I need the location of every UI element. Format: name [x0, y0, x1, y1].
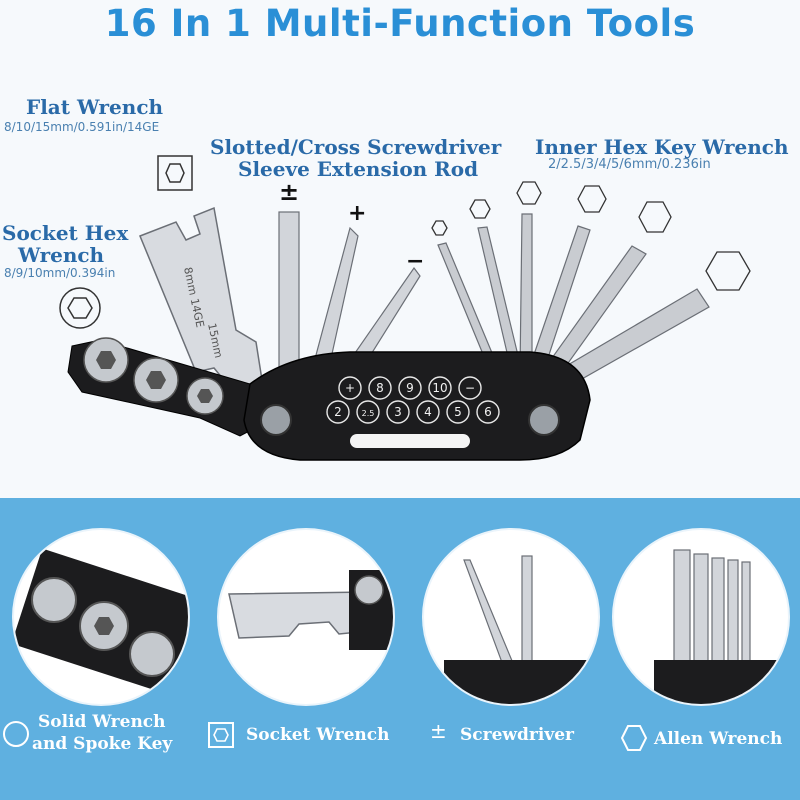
body-marking-1-3: 4	[424, 405, 432, 419]
circle-outline-icon	[59, 287, 101, 329]
socket-label-line1: Socket Hex	[2, 221, 129, 245]
caption-allen: Allen Wrench	[654, 729, 783, 749]
square-outline-icon	[208, 722, 234, 748]
svg-text:±: ±	[279, 178, 299, 206]
body-bolt-right	[528, 404, 560, 436]
hex-key-label: Inner Hex Key Wrench	[535, 135, 789, 159]
circle-outline-icon	[3, 721, 29, 747]
body-marking-1-4: 5	[454, 405, 462, 419]
hex-outline-icon	[638, 201, 672, 233]
caption-socket: Socket Wrench	[246, 725, 390, 745]
flat-wrench-label: Flat Wrench	[26, 95, 164, 119]
hex-outline-icon	[705, 251, 751, 291]
body-slot	[350, 434, 470, 448]
product-title: 16 In 1 Multi-Function Tools	[104, 2, 696, 45]
body-marking-ring	[368, 376, 392, 400]
caption-solid-line2: and Spoke Key	[32, 734, 173, 754]
feature-circle-solid	[14, 530, 188, 704]
body-marking-ring	[398, 376, 422, 400]
hex-outline-icon	[577, 185, 607, 213]
hex-key-spec: 2/2.5/3/4/5/6mm/0.236in	[548, 157, 711, 172]
hex-outline-icon	[469, 199, 491, 219]
cross-screwdriver	[311, 226, 359, 373]
hex-outline-icon	[165, 163, 185, 183]
hex-outline-icon	[431, 220, 448, 236]
body-marking-1-2: 3	[394, 405, 402, 419]
svg-text:+: +	[348, 201, 366, 226]
body-marking-0-0: +	[345, 381, 355, 395]
screwdriver-label-line2: Sleeve Extension Rod	[238, 157, 479, 181]
socket-spec: 8/9/10mm/0.394in	[4, 266, 116, 280]
svg-text:−: −	[406, 249, 424, 274]
plus-minus-icon: ±	[430, 719, 447, 743]
body-bolt-left	[260, 404, 292, 436]
feature-circle-socket	[219, 530, 393, 704]
hex-outline-icon	[620, 725, 648, 751]
sockets	[83, 337, 224, 415]
caption-solid-line1: Solid Wrench	[38, 712, 166, 732]
flat-wrench	[139, 206, 263, 391]
body-markings: +8 9 10 − 2 2.5 3 4 5 6	[326, 376, 500, 424]
body-marking-ring	[446, 400, 470, 424]
body-marking-ring	[356, 400, 380, 424]
body-marking-0-3: 10	[432, 381, 447, 395]
allen-key-3	[519, 213, 533, 373]
body-marking-1-0: 2	[334, 405, 342, 419]
feature-circle-allen	[614, 530, 788, 704]
square-outline-icon	[157, 155, 193, 191]
body-marking-ring	[338, 376, 362, 400]
body-marking-0-1: 8	[376, 381, 384, 395]
body-marking-ring	[476, 400, 500, 424]
body-marking-ring	[428, 376, 452, 400]
body-marking-0-4: −	[465, 381, 475, 395]
hex-outline-icon	[516, 181, 542, 205]
body-marking-1-1: 2.5	[362, 409, 375, 418]
tool-body	[243, 351, 591, 461]
body-marking-ring	[458, 376, 482, 400]
body-marking-1-5: 6	[484, 405, 492, 419]
feature-circle-screwdriver	[424, 530, 598, 704]
body-marking-0-2: 9	[406, 381, 414, 395]
body-marking-ring	[386, 400, 410, 424]
flat-wrench-spec: 8/10/15mm/0.591in/14GE	[4, 120, 160, 134]
slotted-screwdriver	[278, 211, 300, 373]
caption-screwdriver: Screwdriver	[460, 725, 574, 745]
hex-outline-icon	[67, 297, 93, 319]
body-marking-ring	[416, 400, 440, 424]
body-marking-ring	[326, 400, 350, 424]
screwdriver-label-line1: Slotted/Cross Screwdriver	[210, 135, 502, 159]
socket-label-line2: Wrench	[18, 243, 105, 267]
